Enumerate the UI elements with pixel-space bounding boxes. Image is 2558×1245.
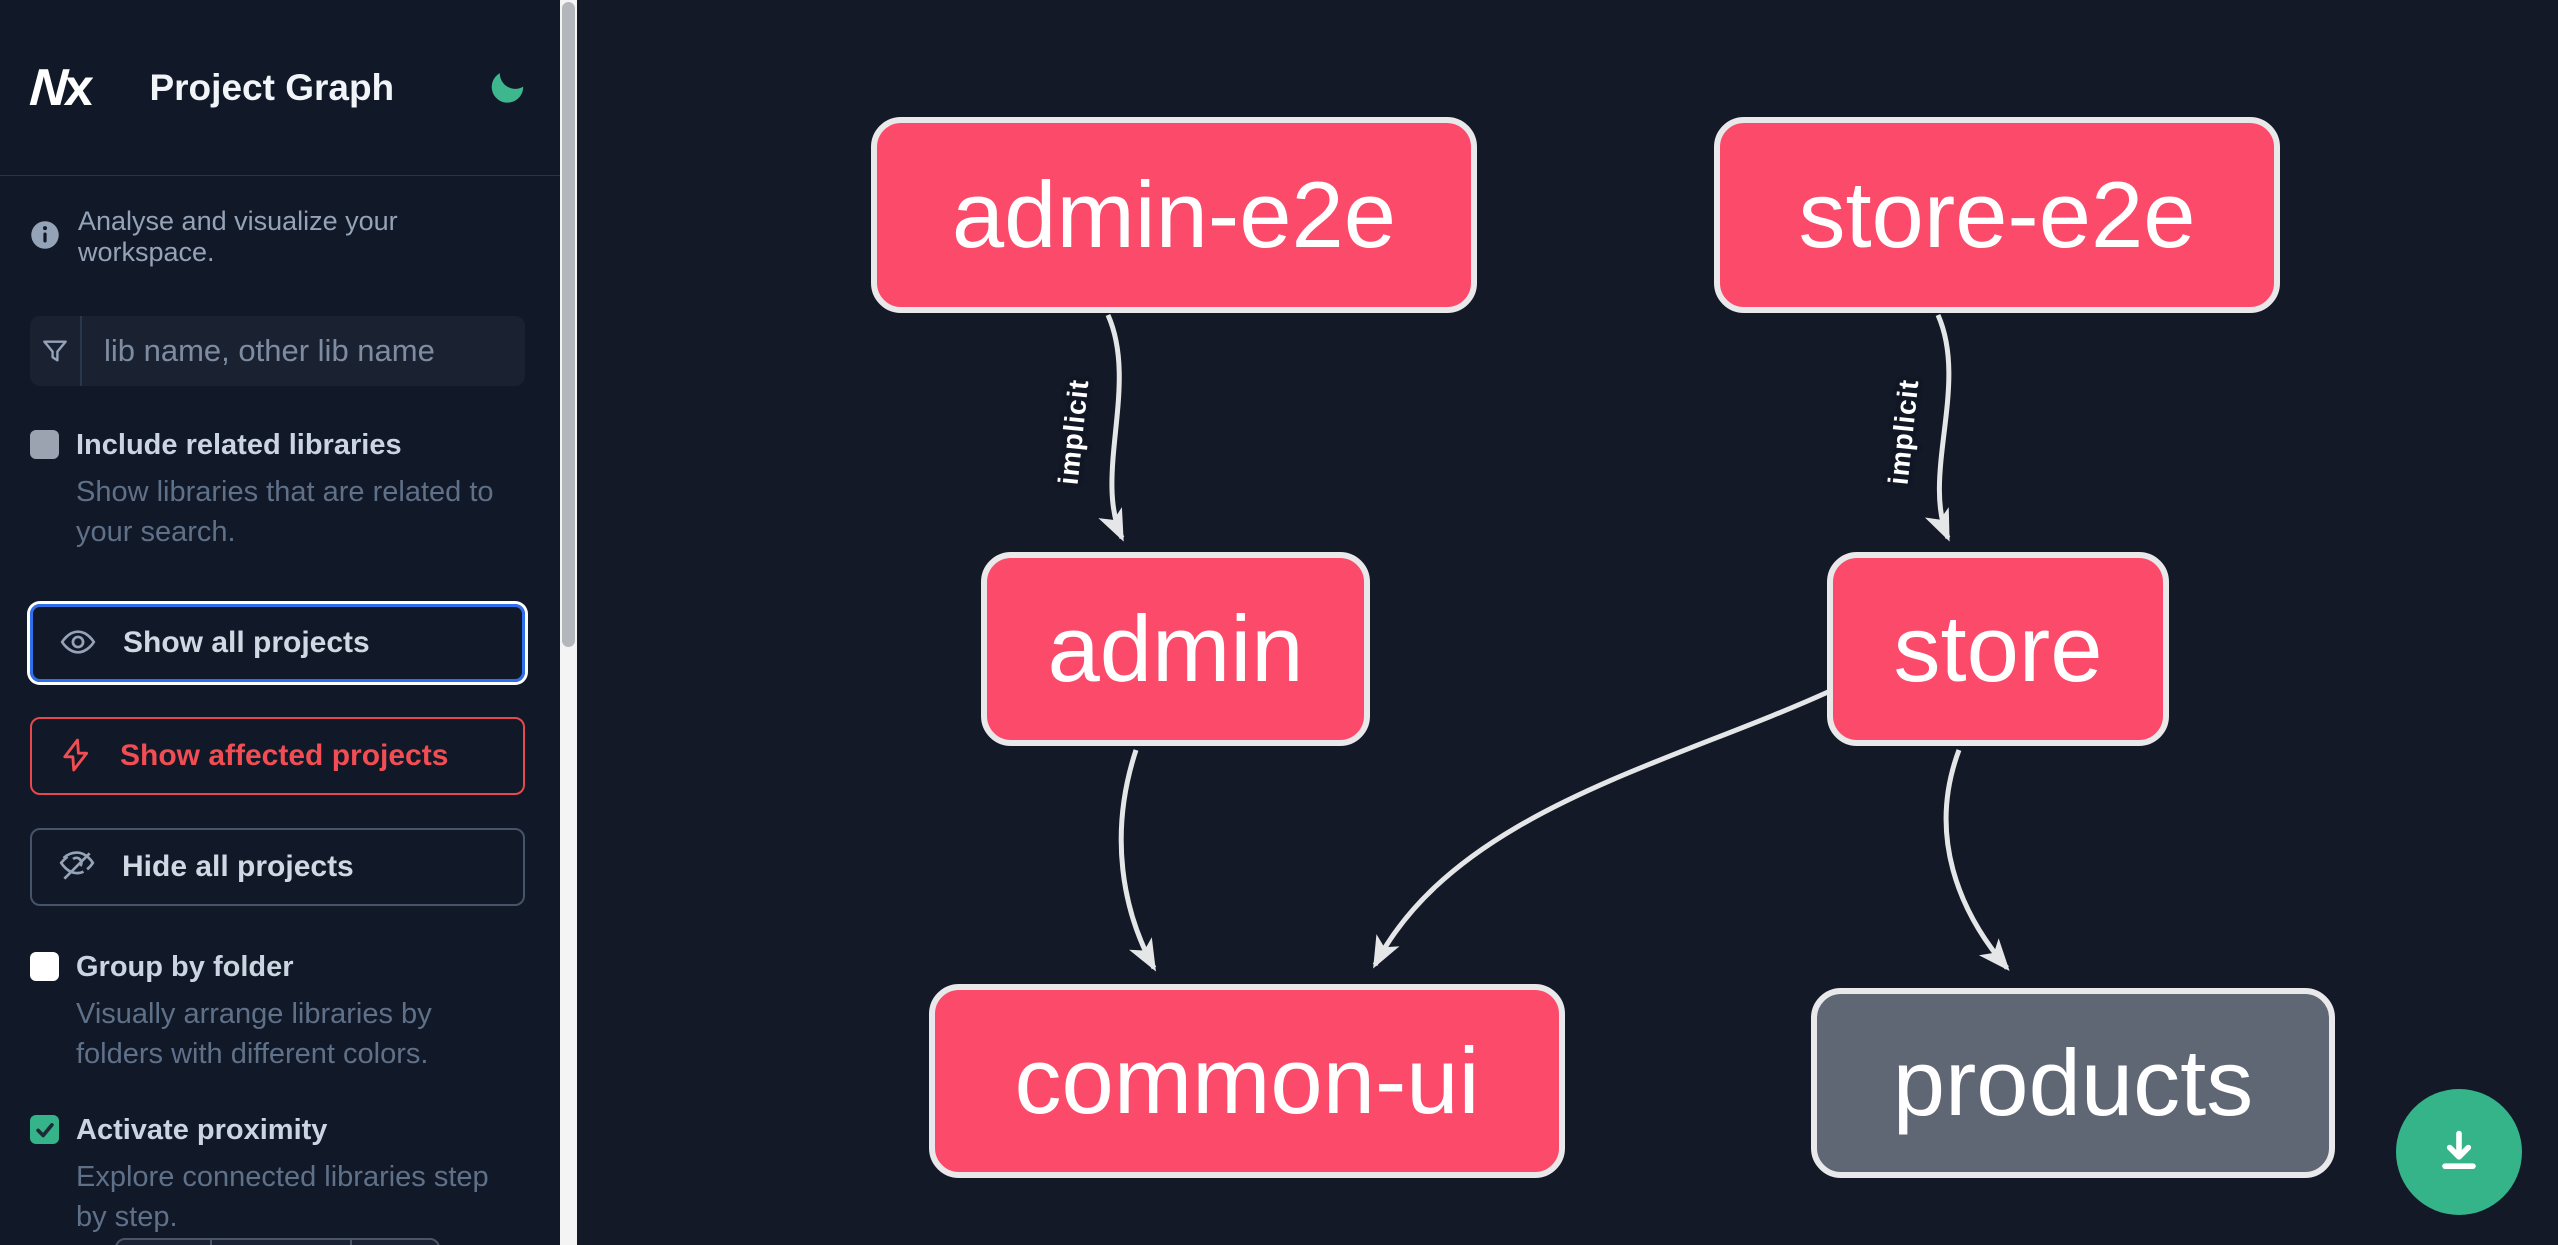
toggle-include-related: Include related libraries Show libraries… bbox=[30, 428, 530, 552]
node-store[interactable]: store bbox=[1827, 552, 2169, 746]
bolt-icon bbox=[58, 737, 94, 776]
graph-canvas[interactable]: implicit implicit admin-e2e store-e2e ad… bbox=[577, 0, 2558, 1245]
funnel-icon bbox=[30, 316, 82, 386]
node-admin[interactable]: admin bbox=[981, 552, 1370, 746]
node-store-e2e[interactable]: store-e2e bbox=[1714, 117, 2280, 313]
moon-icon bbox=[487, 65, 529, 110]
include-related-checkbox[interactable] bbox=[30, 430, 59, 459]
edge-admin-common-ui bbox=[1118, 749, 1157, 972]
filter-input[interactable] bbox=[82, 316, 525, 386]
include-related-label: Include related libraries bbox=[76, 429, 402, 461]
page-title: Project Graph bbox=[149, 66, 395, 108]
node-products[interactable]: products bbox=[1811, 988, 2335, 1178]
nx-logo: Nx bbox=[27, 58, 90, 117]
sidebar: Nx Project Graph Analyse and visualize y… bbox=[0, 0, 560, 1245]
edge-store-products bbox=[1943, 749, 2010, 972]
edge-admin-e2e-admin bbox=[1098, 313, 1125, 542]
edge-store-e2e-store bbox=[1924, 313, 1952, 542]
group-by-folder-checkbox[interactable] bbox=[30, 952, 59, 981]
download-image-button[interactable] bbox=[2396, 1089, 2522, 1215]
info-row: Analyse and visualize your workspace. bbox=[30, 206, 540, 268]
proximity-stepper-partial[interactable] bbox=[115, 1238, 440, 1245]
dependency-edges bbox=[1098, 313, 2010, 972]
activate-proximity-label: Activate proximity bbox=[76, 1114, 328, 1146]
show-all-projects-label: Show all projects bbox=[123, 626, 370, 659]
edge-store-common-ui bbox=[1372, 689, 1830, 969]
show-all-projects-button[interactable]: Show all projects bbox=[30, 604, 525, 682]
sidebar-scrollbar-thumb[interactable] bbox=[562, 2, 575, 647]
node-admin-e2e[interactable]: admin-e2e bbox=[871, 117, 1477, 313]
group-by-folder-description: Visually arrange libraries by folders wi… bbox=[76, 998, 432, 1070]
node-common-ui[interactable]: common-ui bbox=[929, 984, 1565, 1178]
stepper-value-segment bbox=[212, 1240, 352, 1245]
include-related-description: Show libraries that are related to your … bbox=[76, 476, 494, 548]
filter-box bbox=[30, 316, 525, 386]
toggle-group-by-folder: Group by folder Visually arrange librari… bbox=[30, 950, 530, 1074]
eye-off-icon bbox=[58, 847, 96, 888]
info-text: Analyse and visualize your workspace. bbox=[78, 206, 398, 267]
stepper-decrement-segment[interactable] bbox=[117, 1240, 212, 1245]
activate-proximity-description: Explore connected libraries step by step… bbox=[76, 1161, 489, 1233]
theme-toggle-button[interactable] bbox=[486, 66, 530, 110]
group-by-folder-label: Group by folder bbox=[76, 951, 294, 983]
show-affected-projects-label: Show affected projects bbox=[120, 739, 449, 772]
hide-all-projects-button[interactable]: Hide all projects bbox=[30, 828, 525, 906]
sidebar-scrollbar-track bbox=[560, 0, 577, 1245]
eye-icon bbox=[59, 623, 97, 664]
info-icon bbox=[30, 220, 60, 255]
activate-proximity-checkbox[interactable] bbox=[30, 1115, 59, 1144]
show-affected-projects-button[interactable]: Show affected projects bbox=[30, 717, 525, 795]
hide-all-projects-label: Hide all projects bbox=[122, 850, 354, 883]
toggle-activate-proximity: Activate proximity Explore connected lib… bbox=[30, 1113, 530, 1237]
sidebar-header: Nx Project Graph bbox=[0, 0, 560, 176]
download-icon bbox=[2431, 1123, 2487, 1182]
